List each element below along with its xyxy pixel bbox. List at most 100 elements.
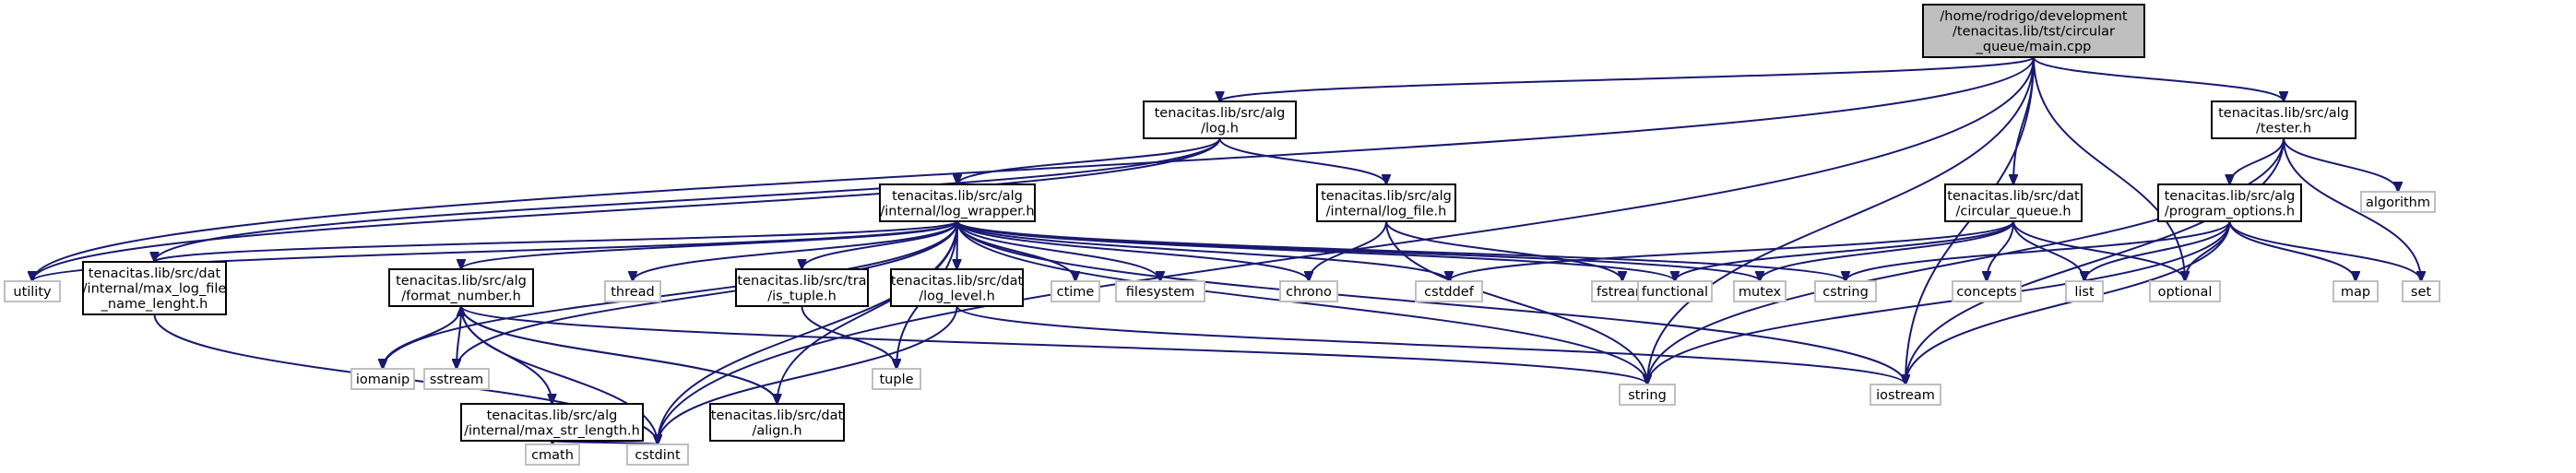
edge-log_h-to-utility xyxy=(32,137,1221,281)
edge-log_wrapper_h-to-chrono xyxy=(956,220,1309,281)
node-log-wrapper-h[interactable]: tenacitas.lib/src/alg/internal/log_wrapp… xyxy=(879,183,1036,222)
node-ctime: ctime xyxy=(1051,280,1100,302)
edge-log_level_h-to-cstdint xyxy=(658,305,958,444)
node-concepts: concepts xyxy=(1952,280,2022,302)
node-box xyxy=(1952,280,2022,302)
edge-program_options_h-to-cstring xyxy=(1846,220,2231,281)
edge-log_wrapper_h-to-is_tuple_h xyxy=(802,220,958,269)
node-label: /is_tuple.h xyxy=(767,289,837,303)
node-box xyxy=(350,368,415,390)
edge-main_cpp-to-circular_queue_h xyxy=(2013,56,2035,184)
node-box xyxy=(1115,280,1205,302)
node-string: string xyxy=(1619,384,1676,406)
node-label: cstdint xyxy=(635,448,681,463)
node-box xyxy=(2211,101,2356,139)
node-label: /circular_queue.h xyxy=(1955,204,2071,219)
node-label: tenacitas.lib/src/dat xyxy=(1947,189,2080,204)
node-align-h[interactable]: tenacitas.lib/src/dat/align.h xyxy=(709,403,845,442)
edge-program_options_h-to-set xyxy=(2228,220,2422,281)
edge-program_options_h-to-list xyxy=(2084,220,2231,281)
node-box xyxy=(890,268,1024,307)
node-iostream: iostream xyxy=(1870,384,1941,406)
node-box xyxy=(1316,183,1456,222)
node-box xyxy=(460,403,644,442)
node-label: /internal/log_wrapper.h xyxy=(880,204,1034,219)
edge-tester_h-to-algorithm xyxy=(2283,137,2398,192)
edge-program_options_h-to-iostream xyxy=(1905,220,2231,384)
node-set: set xyxy=(2402,280,2440,302)
node-main-cpp[interactable]: /home/rodrigo/development/tenacitas.lib/… xyxy=(1922,4,2145,58)
node-label: cstring xyxy=(1822,285,1869,300)
node-label: /internal/max_log_file xyxy=(83,282,227,297)
node-cstring: cstring xyxy=(1814,280,1877,302)
node-format-number-h[interactable]: tenacitas.lib/src/alg/format_number.h xyxy=(388,268,534,307)
node-label: tenacitas.lib/src/alg xyxy=(1321,189,1452,204)
node-box xyxy=(1051,280,1100,302)
edge-main_cpp-to-utility xyxy=(32,56,2035,281)
node-box xyxy=(1637,280,1713,302)
edge-format_number_h-to-cstdint xyxy=(460,305,658,444)
node-chrono: chrono xyxy=(1279,280,1338,302)
edge-circular_queue_h-to-concepts xyxy=(1987,220,2014,281)
node-label: tuple xyxy=(879,372,913,387)
edge-log_file_h-to-fstream xyxy=(1385,220,1622,281)
node-box xyxy=(1814,280,1877,302)
node-log-h[interactable]: tenacitas.lib/src/alg/log.h xyxy=(1143,101,1297,139)
node-filesystem: filesystem xyxy=(1115,280,1205,302)
node-box xyxy=(1922,4,2145,58)
edge-circular_queue_h-to-cstddef xyxy=(1449,220,2014,281)
edge-format_number_h-to-iomanip xyxy=(383,305,462,369)
edge-main_cpp-to-log_h xyxy=(1220,56,2035,101)
node-max-str-length-h[interactable]: tenacitas.lib/src/alg/internal/max_str_l… xyxy=(460,403,644,442)
node-functional: functional xyxy=(1637,280,1713,302)
node-box xyxy=(388,268,534,307)
node-tester-h[interactable]: tenacitas.lib/src/alg/tester.h xyxy=(2211,101,2356,139)
node-label: iomanip xyxy=(356,372,410,387)
edge-program_options_h-to-map xyxy=(2228,220,2356,281)
edge-format_number_h-to-string xyxy=(460,305,1647,384)
node-box xyxy=(2065,280,2104,302)
node-box xyxy=(1619,384,1676,406)
node-label: /align.h xyxy=(752,423,801,438)
node-label: ctime xyxy=(1057,285,1095,300)
node-is-tuple-h[interactable]: tenacitas.lib/src/tra/is_tuple.h xyxy=(735,268,869,307)
node-utility: utility xyxy=(4,280,61,302)
dependency-nodes: /home/rodrigo/development/tenacitas.lib/… xyxy=(4,4,2440,466)
node-box xyxy=(872,368,921,390)
node-label: set xyxy=(2411,285,2431,300)
node-box xyxy=(626,443,689,466)
node-box xyxy=(423,368,490,390)
node-box xyxy=(2360,191,2436,213)
node-label: tenacitas.lib/src/alg xyxy=(892,189,1023,204)
node-box xyxy=(2157,183,2302,222)
node-iomanip: iomanip xyxy=(350,368,415,390)
node-log-level-h[interactable]: tenacitas.lib/src/dat/log_level.h xyxy=(890,268,1024,307)
node-label: tenacitas.lib/src/dat xyxy=(891,274,1024,289)
node-label: tenacitas.lib/src/alg xyxy=(1155,106,1286,121)
node-map: map xyxy=(2333,280,2379,302)
node-label: /tenacitas.lib/tst/circular xyxy=(1953,25,2115,40)
node-label: tenacitas.lib/src/tra xyxy=(737,274,866,289)
node-label: filesystem xyxy=(1126,285,1195,300)
node-cmath: cmath xyxy=(525,443,580,466)
node-label: fstream xyxy=(1597,285,1648,300)
node-box xyxy=(2333,280,2379,302)
node-mutex: mutex xyxy=(1733,280,1787,302)
edge-log_file_h-to-string xyxy=(1385,220,1647,384)
node-label: thread xyxy=(611,285,655,300)
node-program-options-h[interactable]: tenacitas.lib/src/alg/program_options.h xyxy=(2157,183,2302,222)
node-label: cstddef xyxy=(1424,285,1475,300)
node-log-file-h[interactable]: tenacitas.lib/src/alg/internal/log_file.… xyxy=(1316,183,1456,222)
node-label: /log.h xyxy=(1201,121,1239,136)
node-label: utility xyxy=(13,285,52,300)
edge-log_wrapper_h-to-cstdint xyxy=(658,220,958,444)
node-max-log-file-name-lenght-h[interactable]: tenacitas.lib/src/dat/internal/max_log_f… xyxy=(82,261,227,315)
node-label: /format_number.h xyxy=(401,289,521,303)
node-label: sstream xyxy=(430,372,483,387)
node-circular-queue-h[interactable]: tenacitas.lib/src/dat/circular_queue.h xyxy=(1944,183,2083,222)
node-label: /internal/log_file.h xyxy=(1326,204,1447,219)
node-box xyxy=(2149,280,2221,302)
node-box xyxy=(709,403,845,442)
edge-tester_h-to-set xyxy=(2283,137,2421,281)
